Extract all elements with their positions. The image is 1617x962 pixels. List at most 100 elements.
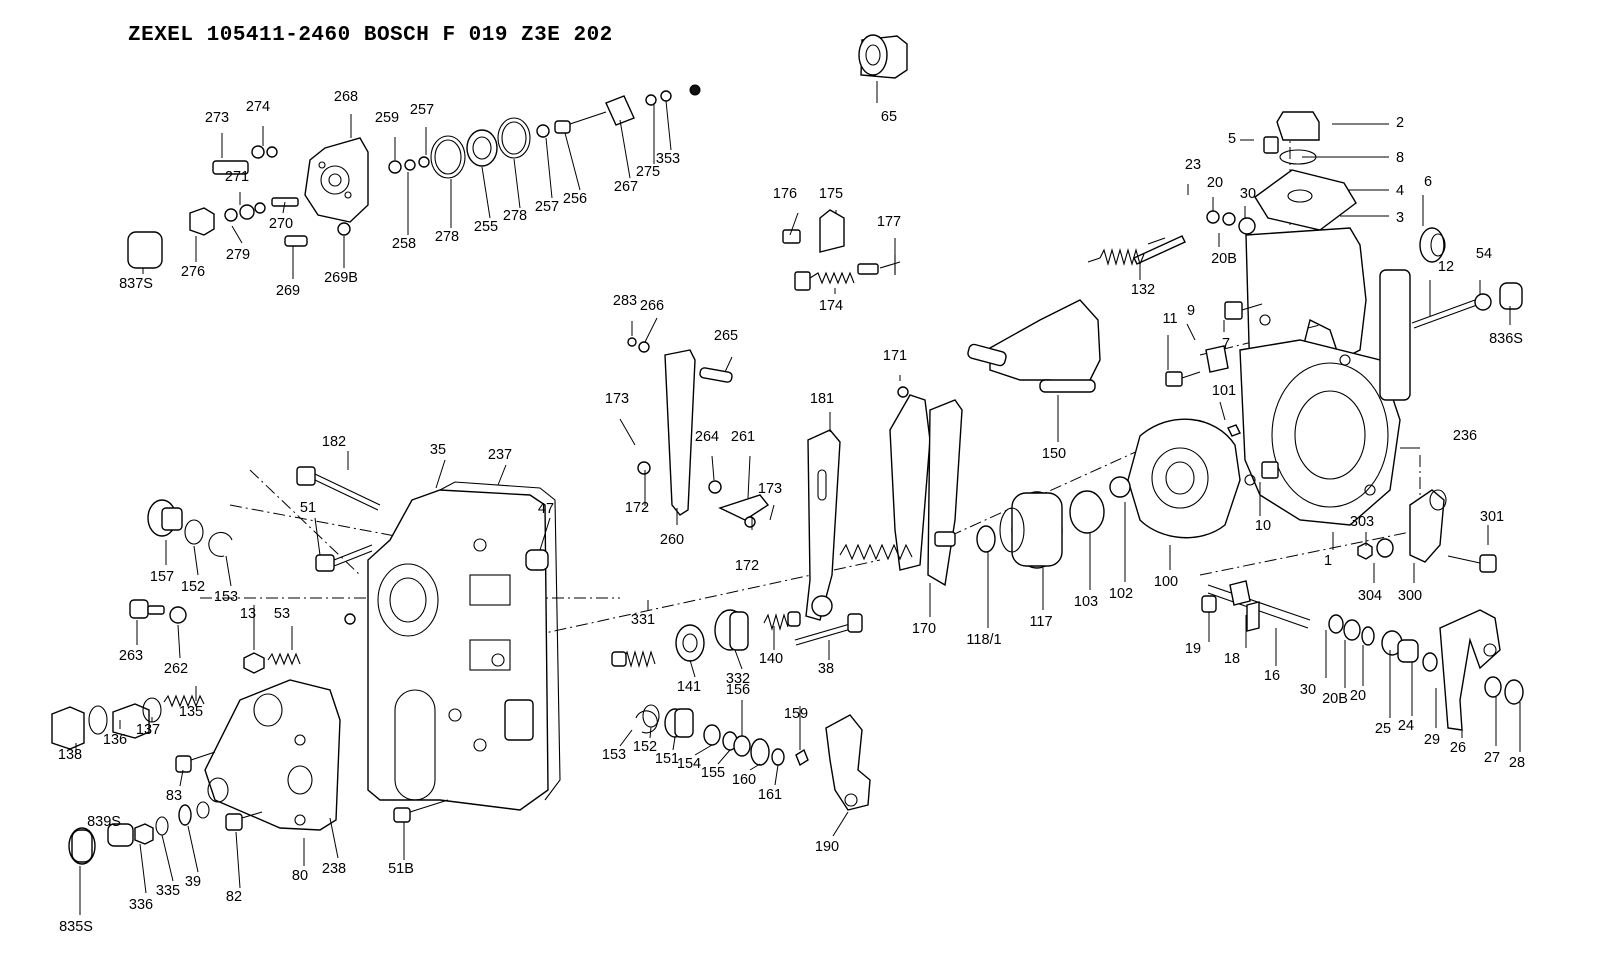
part-number-label: 255: [474, 219, 498, 235]
part-number-label: 278: [503, 208, 527, 224]
part-number-label: 303: [1350, 514, 1374, 530]
part-number-label: 20B: [1322, 691, 1348, 707]
part-number-label: 141: [677, 679, 701, 695]
part-number-label: 18: [1224, 651, 1240, 667]
part-number-label: 10: [1255, 518, 1271, 534]
part-number-label: 836S: [1489, 331, 1523, 347]
part-number-label: 304: [1358, 588, 1382, 604]
part-number-label: 152: [181, 579, 205, 595]
leader-line: [314, 517, 321, 556]
part-number-label: 103: [1074, 594, 1098, 610]
part-number-label: 39: [185, 874, 201, 890]
leader-line: [711, 455, 715, 481]
leader-line: [734, 649, 743, 670]
part-number-label: 156: [726, 682, 750, 698]
leader-line: [539, 517, 551, 551]
part-number-label: 28: [1509, 755, 1525, 771]
part-number-label: 20: [1207, 175, 1223, 191]
leader-line: [282, 201, 286, 214]
small-parts-housing: [1133, 210, 1523, 479]
leader-lines: [75, 81, 1521, 915]
part-number-label: 82: [226, 889, 242, 905]
part-number-label: 30: [1240, 186, 1256, 202]
leader-line: [1219, 401, 1226, 421]
part-number-label: 1: [1324, 553, 1332, 569]
leader-line: [789, 212, 799, 236]
part-132: [1087, 237, 1166, 267]
part-number-label: 27: [1484, 750, 1500, 766]
part-number-label: 12: [1438, 259, 1454, 275]
part-number-label: 157: [150, 569, 174, 585]
part-number-label: 275: [636, 164, 660, 180]
part-number-label: 237: [488, 447, 512, 463]
part-number-label: 154: [677, 756, 701, 772]
part-number-label: 2: [1396, 115, 1404, 131]
leader-line: [619, 119, 631, 179]
part-number-label: 132: [1131, 282, 1155, 298]
part-number-label: 7: [1222, 336, 1230, 352]
part-number-label: 172: [625, 500, 649, 516]
part-number-label: 151: [655, 751, 679, 767]
part-number-label: 16: [1264, 668, 1280, 684]
part-number-label: 264: [695, 429, 719, 445]
part-number-label: 269B: [324, 270, 358, 286]
body-bolts: [296, 466, 549, 823]
part-number-label: 83: [166, 788, 182, 804]
leader-line: [649, 726, 652, 739]
part-number-label: 51: [300, 500, 316, 516]
part-number-label: 269: [276, 283, 300, 299]
part-number-label: 3: [1396, 210, 1404, 226]
leader-line: [564, 132, 581, 191]
part-number-label: 24: [1398, 718, 1414, 734]
part-number-label: 236: [1453, 428, 1477, 444]
part-number-label: 51B: [388, 861, 414, 877]
part-number-label: 257: [410, 102, 434, 118]
parts-839s-835s: [68, 801, 263, 865]
leader-line: [235, 831, 241, 889]
left-small-parts: [129, 499, 301, 674]
part-number-label: 150: [1042, 446, 1066, 462]
part-number-label: 20: [1350, 688, 1366, 704]
part-number-label: 26: [1450, 740, 1466, 756]
governor-housing-top: [1239, 111, 1411, 526]
part-number-label: 161: [758, 787, 782, 803]
part-number-label: 47: [538, 501, 554, 517]
part-number-label: 332: [726, 671, 750, 687]
parts-174-177: [782, 209, 901, 291]
part-number-label: 238: [322, 861, 346, 877]
part-number-label: 274: [246, 99, 270, 115]
part-number-label: 153: [602, 747, 626, 763]
part-number-label: 135: [179, 704, 203, 720]
part-number-label: 159: [784, 706, 808, 722]
part-number-label: 6: [1424, 174, 1432, 190]
pump-housing-body: [344, 481, 561, 811]
leader-line: [832, 811, 849, 837]
leader-line: [774, 764, 779, 786]
part-number-label: 160: [732, 772, 756, 788]
parts-300-304: [1357, 489, 1497, 573]
leader-line: [225, 555, 232, 587]
part-number-label: 839S: [87, 814, 121, 830]
part-number-label: 102: [1109, 586, 1133, 602]
leader-line: [724, 356, 733, 373]
part-number-label: 23: [1185, 157, 1201, 173]
parts-151-161: [635, 704, 809, 767]
part-number-label: 11: [1162, 311, 1177, 327]
leader-line: [1186, 323, 1196, 341]
part-number-label: 276: [181, 264, 205, 280]
leader-line: [497, 464, 507, 486]
part-number-label: 301: [1480, 509, 1504, 525]
part-150: [967, 299, 1101, 393]
part-number-label: 53: [274, 606, 290, 622]
part-number-label: 25: [1375, 721, 1391, 737]
leader-line: [161, 834, 174, 882]
leader-line: [644, 317, 658, 343]
part-number-label: 190: [815, 839, 839, 855]
leader-line: [481, 166, 491, 219]
part-number-label: 138: [58, 747, 82, 763]
leader-line: [769, 504, 775, 521]
part-number-label: 80: [292, 868, 308, 884]
part-number-label: 20B: [1211, 251, 1237, 267]
